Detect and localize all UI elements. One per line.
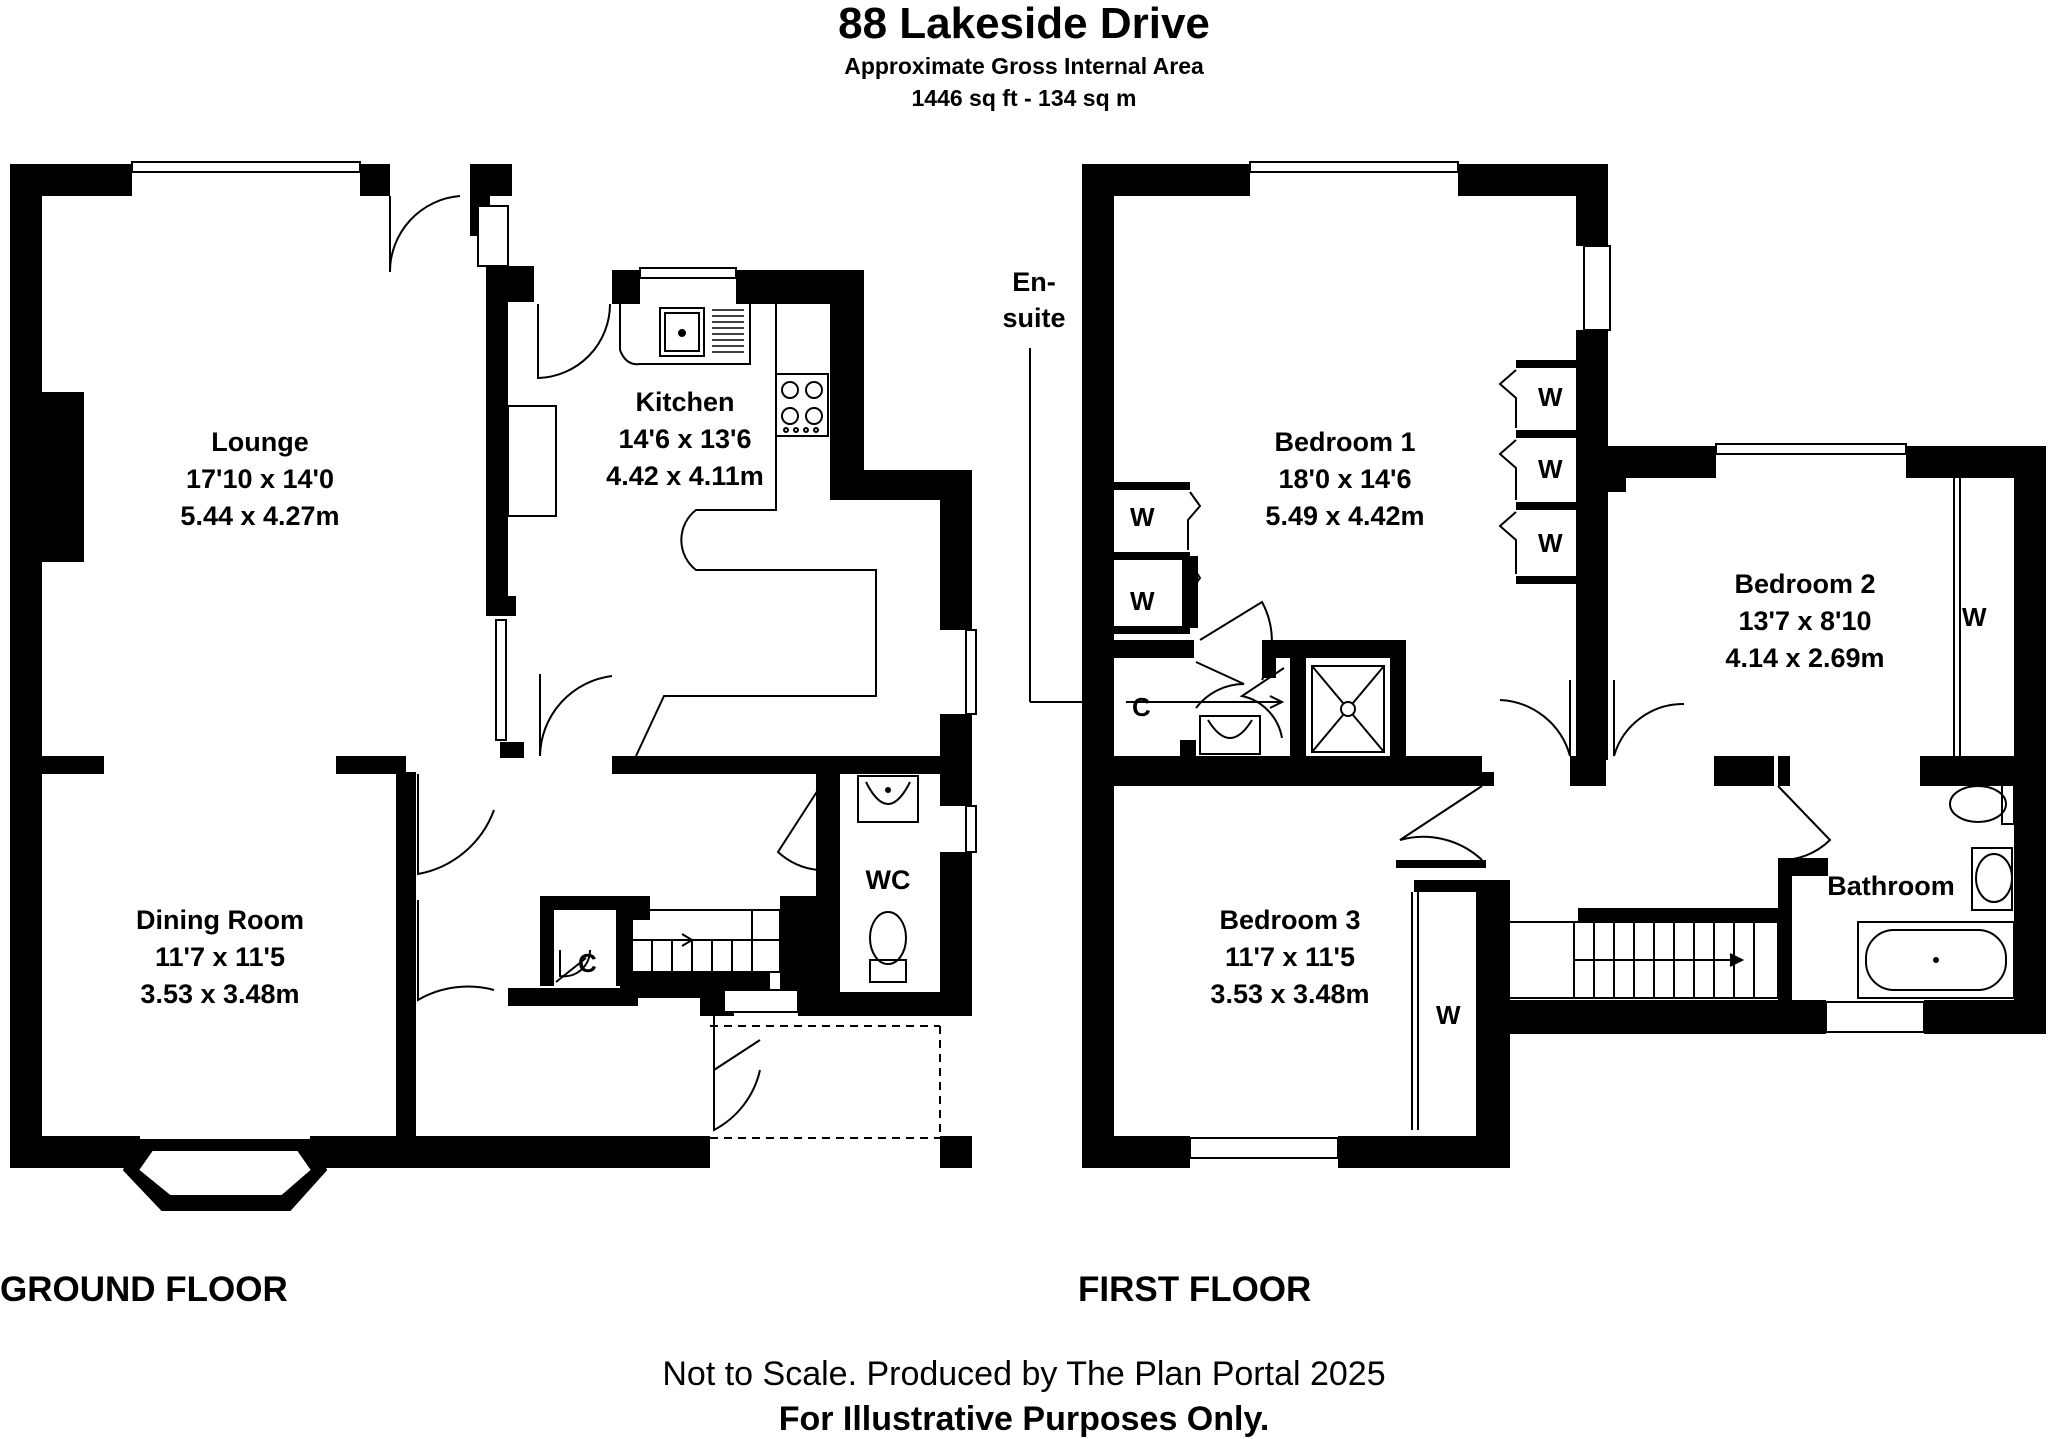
cupboard-tag: C <box>578 948 597 978</box>
ensuite-fixtures <box>1029 348 1385 755</box>
room-ensuite-label: En- suite <box>984 264 1084 336</box>
room-bathroom: Bathroom <box>1806 868 1976 905</box>
room-imperial: 14'6 x 13'6 <box>618 424 752 454</box>
ground-floor-walls <box>10 164 972 1168</box>
ground-floor-doors <box>388 195 819 1132</box>
first-floor-stairs <box>1493 921 1779 999</box>
wardrobe-tag: W <box>1538 454 1563 484</box>
room-metric: 4.14 x 2.69m <box>1725 643 1885 673</box>
room-metric: 4.42 x 4.11m <box>606 461 764 491</box>
page-title: 88 Lakeside Drive <box>838 0 1210 48</box>
room-metric: 5.44 x 4.27m <box>180 501 340 531</box>
wardrobe-tag: W <box>1962 602 1987 632</box>
ground-floor-windows <box>131 161 977 1013</box>
footer-disclaimer: For Illustrative Purposes Only. <box>778 1400 1270 1438</box>
room-name: WC <box>865 865 911 895</box>
wardrobe-doors <box>1187 369 1517 626</box>
room-imperial: 17'10 x 14'0 <box>186 464 334 494</box>
room-imperial: 13'7 x 8'10 <box>1738 606 1872 636</box>
room-bedroom-2: Bedroom 2 13'7 x 8'10 4.14 x 2.69m <box>1690 566 1920 677</box>
room-metric: 3.53 x 3.48m <box>1210 979 1370 1009</box>
room-bedroom-1: Bedroom 1 18'0 x 14'6 5.49 x 4.42m <box>1230 424 1460 535</box>
footer-note: Not to Scale. Produced by The Plan Porta… <box>662 1355 1386 1393</box>
ground-floor-label: GROUND FLOOR <box>0 1270 288 1309</box>
room-imperial: 18'0 x 14'6 <box>1278 464 1412 494</box>
room-name: Bathroom <box>1827 871 1955 901</box>
wardrobe-tag: W <box>1436 1000 1461 1030</box>
room-wc: WC <box>848 862 928 899</box>
room-name: Bedroom 3 <box>1219 905 1361 935</box>
wardrobe-tag: W <box>1130 502 1155 532</box>
room-imperial: 11'7 x 11'5 <box>1225 942 1355 972</box>
wc-fixtures <box>857 775 919 983</box>
room-name: Bedroom 2 <box>1734 569 1876 599</box>
room-metric: 3.53 x 3.48m <box>140 979 300 1009</box>
ensuite-line-2: suite <box>1002 303 1066 333</box>
room-kitchen: Kitchen 14'6 x 13'6 4.42 x 4.11m <box>570 384 800 495</box>
area-value: 1446 sq ft - 134 sq m <box>911 85 1137 111</box>
room-name: Dining Room <box>136 905 304 935</box>
room-name: Lounge <box>211 427 309 457</box>
first-floor-doors <box>1195 478 1961 1130</box>
ground-floor-stairs <box>631 909 781 973</box>
porch-outline <box>710 1025 941 1139</box>
room-name: Bedroom 1 <box>1274 427 1416 457</box>
cupboard-tag: C <box>1132 692 1151 722</box>
first-floor-walls <box>1082 164 2046 1168</box>
bay-window <box>122 1139 328 1211</box>
wardrobe-tag: W <box>1538 528 1563 558</box>
room-imperial: 11'7 x 11'5 <box>155 942 285 972</box>
area-subtitle: Approximate Gross Internal Area <box>844 53 1204 79</box>
first-floor-label: FIRST FLOOR <box>1078 1270 1312 1309</box>
wardrobe-tag: W <box>1130 586 1155 616</box>
kitchen-fixtures <box>507 304 877 757</box>
room-metric: 5.49 x 4.42m <box>1265 501 1425 531</box>
ensuite-line-1: En- <box>1012 267 1056 297</box>
room-bedroom-3: Bedroom 3 11'7 x 11'5 3.53 x 3.48m <box>1180 902 1400 1013</box>
room-lounge: Lounge 17'10 x 14'0 5.44 x 4.27m <box>150 424 370 535</box>
wardrobe-tag: W <box>1538 382 1563 412</box>
bathroom-fixtures <box>1857 783 2015 999</box>
room-dining: Dining Room 11'7 x 11'5 3.53 x 3.48m <box>110 902 330 1013</box>
first-floor-windows <box>1189 161 1925 1159</box>
room-name: Kitchen <box>635 387 735 417</box>
